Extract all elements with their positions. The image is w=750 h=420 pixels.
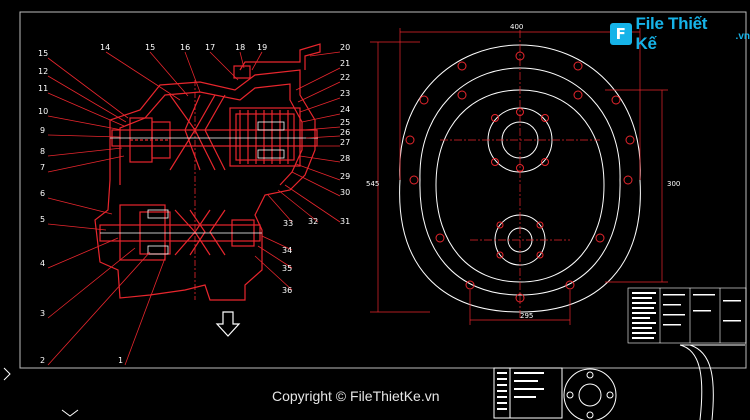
part-label: 31 — [340, 217, 350, 226]
title-block-table — [627, 287, 747, 344]
part-label: 3 — [40, 309, 45, 318]
part-label: 19 — [257, 43, 267, 52]
part-label: 7 — [40, 163, 45, 172]
part-label: 6 — [40, 189, 45, 198]
part-label: 30 — [340, 188, 350, 197]
logo-text: File Thiết Kế — [635, 14, 708, 53]
section-view — [94, 43, 321, 301]
part-label: 18 — [235, 43, 245, 52]
part-labels: 15 12 11 10 9 8 7 6 5 4 3 2 1 14 15 16 1… — [38, 43, 350, 365]
corner-marks — [3, 367, 79, 417]
dim-bottom-width: 295 — [520, 312, 533, 320]
bolt-holes — [405, 51, 635, 303]
table-fill — [632, 292, 741, 339]
copyright-text: Copyright © FileThietKe.vn — [272, 388, 440, 404]
part-label: 29 — [340, 172, 350, 181]
part-label: 4 — [40, 259, 45, 268]
center-lines — [440, 30, 600, 320]
dim-right-height: 300 — [667, 180, 680, 188]
logo-suffix: .vn — [735, 31, 750, 42]
part-label: 36 — [282, 286, 292, 295]
part-label: 2 — [40, 356, 45, 365]
part-label: 10 — [38, 107, 48, 116]
part-label: 17 — [205, 43, 215, 52]
part-label: 14 — [100, 43, 110, 52]
part-label: 5 — [40, 215, 45, 224]
part-label: 34 — [282, 246, 292, 255]
dim-top-width: 400 — [510, 23, 523, 31]
part-label: 32 — [308, 217, 318, 226]
part-label: 25 — [340, 118, 350, 127]
dimension-labels: 400 545 300 295 — [366, 23, 680, 320]
detail-part-bottom — [493, 344, 745, 420]
part-label: 24 — [340, 105, 350, 114]
part-label: 27 — [340, 138, 350, 147]
detail-table-fill — [497, 372, 544, 410]
part-label: 15 — [38, 49, 48, 58]
part-label: 15 — [145, 43, 155, 52]
dimension-lines — [370, 28, 668, 325]
part-label: 1 — [118, 356, 123, 365]
sheet-border — [19, 11, 747, 369]
part-label: 20 — [340, 43, 350, 52]
part-label: 21 — [340, 59, 350, 68]
logo-mark: F — [610, 23, 632, 45]
leader-lines — [47, 51, 341, 366]
part-label: 8 — [40, 147, 45, 156]
part-label: 12 — [38, 67, 48, 76]
section-detail — [100, 121, 318, 255]
part-label: 23 — [340, 89, 350, 98]
site-logo: F File Thiết Kế .vn — [610, 14, 750, 54]
part-label: 9 — [40, 126, 45, 135]
part-label: 28 — [340, 154, 350, 163]
part-label: 16 — [180, 43, 190, 52]
part-label: 26 — [340, 128, 350, 137]
part-label: 35 — [282, 264, 292, 273]
part-label: 11 — [38, 84, 48, 93]
part-label: 22 — [340, 73, 350, 82]
dim-left-height: 545 — [366, 180, 379, 188]
direction-arrow — [215, 311, 241, 337]
part-label: 33 — [283, 219, 293, 228]
